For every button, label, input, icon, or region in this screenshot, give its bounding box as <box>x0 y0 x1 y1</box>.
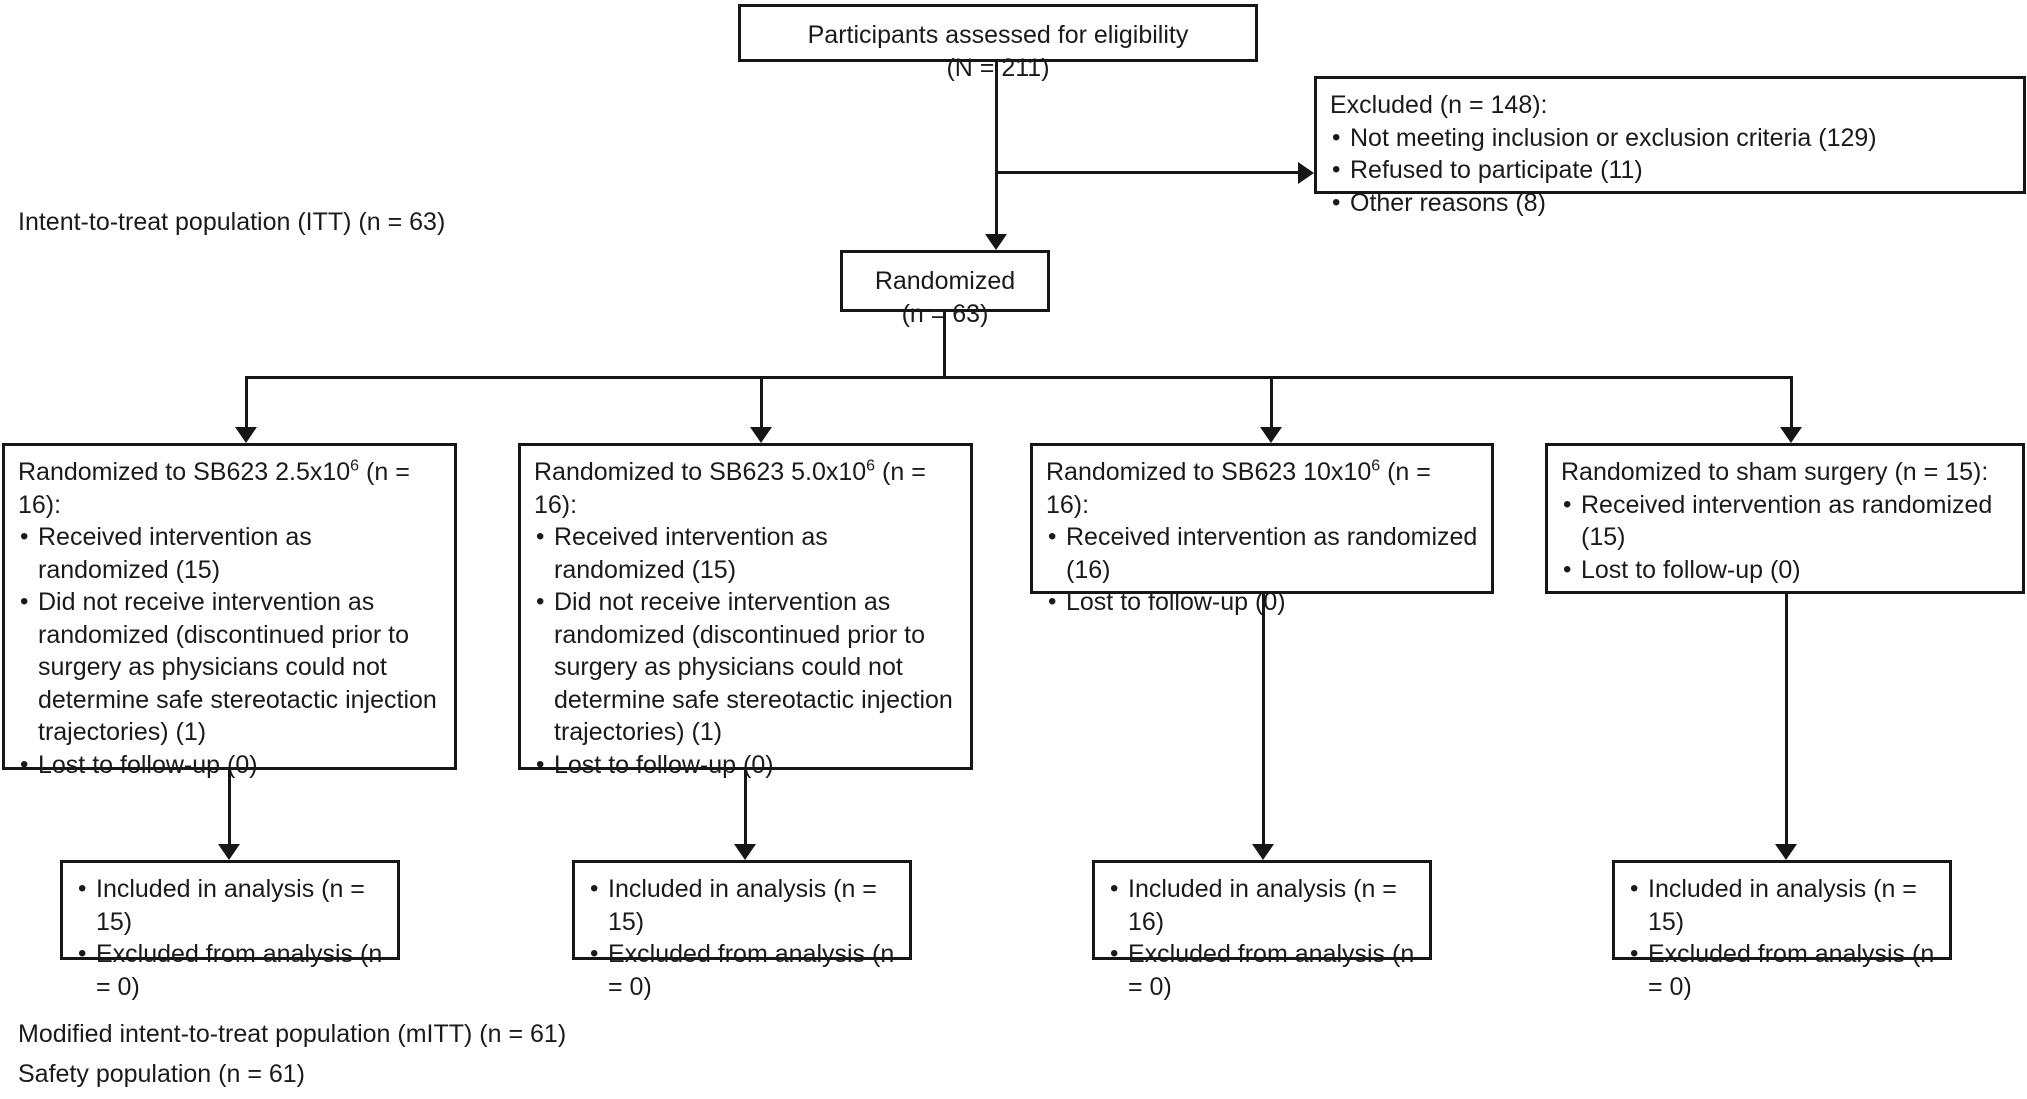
list-item: Did not receive intervention as randomiz… <box>534 586 957 749</box>
excluded-header: Excluded (n = 148): <box>1330 91 1548 119</box>
list-item: Included in analysis (n = 15) <box>588 873 896 938</box>
arm-1-header-post: (n = 16): <box>18 458 410 519</box>
arm-1-item-list: Received intervention as randomized (15)… <box>18 521 441 781</box>
analysis-box-1: Included in analysis (n = 15) Excluded f… <box>60 860 400 1001</box>
arrow-into-randomized <box>985 234 1007 250</box>
randomized-box: Randomized (n = 63) <box>840 250 1050 328</box>
connector-assessed-to-randomized <box>995 62 998 234</box>
analysis-box-4: Included in analysis (n = 15) Excluded f… <box>1612 860 1952 1001</box>
connector-drop-arm-4 <box>1790 376 1793 427</box>
list-item: Lost to follow-up (0) <box>1561 554 2009 587</box>
arrow-into-arm-2 <box>750 427 772 443</box>
analysis-box-3: Included in analysis (n = 16) Excluded f… <box>1092 860 1432 1001</box>
excluded-box: Excluded (n = 148): Not meeting inclusio… <box>1314 76 2026 217</box>
list-item: Excluded from analysis (n = 0) <box>588 938 896 1003</box>
list-item: Excluded from analysis (n = 0) <box>1108 938 1416 1003</box>
arm-box-4: Randomized to sham surgery (n = 15): Rec… <box>1545 443 2025 594</box>
arrow-into-arm-4 <box>1780 427 1802 443</box>
arm-1-header: Randomized to SB623 2.5x106 (n = 16): <box>18 456 441 521</box>
arrow-into-arm-3 <box>1260 427 1282 443</box>
list-item: Lost to follow-up (0) <box>534 749 957 782</box>
arrow-into-excluded <box>1298 162 1314 184</box>
list-item: Received intervention as randomized (16) <box>1046 521 1478 586</box>
list-item: Did not receive intervention as randomiz… <box>18 586 441 749</box>
arm-4-header-pre: Randomized to sham surgery (n = 15): <box>1561 458 1989 486</box>
arm-3-header-post: (n = 16): <box>1046 458 1431 519</box>
connector-drop-arm-3 <box>1270 376 1273 427</box>
list-item: Excluded from analysis (n = 0) <box>1628 938 1936 1003</box>
arm-2-header-pre: Randomized to SB623 5.0x10 <box>534 458 867 486</box>
connector-arm-2-to-analysis <box>744 770 747 844</box>
connector-drop-arm-2 <box>760 376 763 427</box>
list-item: Received intervention as randomized (15) <box>1561 489 2009 554</box>
list-item: Refused to participate (11) <box>1330 154 2010 187</box>
itt-population-label: Intent-to-treat population (ITT) (n = 63… <box>18 208 446 236</box>
list-item: Other reasons (8) <box>1330 187 2010 220</box>
arm-4-item-list: Received intervention as randomized (15)… <box>1561 489 2009 587</box>
randomized-line-1: Randomized <box>874 267 1016 295</box>
arrow-into-arm-1 <box>235 427 257 443</box>
list-item: Received intervention as randomized (15) <box>18 521 441 586</box>
list-item: Lost to follow-up (0) <box>18 749 441 782</box>
analysis-4-list: Included in analysis (n = 15) Excluded f… <box>1628 873 1936 1003</box>
arrow-into-analysis-1 <box>218 844 240 860</box>
arrow-into-analysis-2 <box>734 844 756 860</box>
connector-arm-4-to-analysis <box>1785 594 1788 844</box>
connector-to-excluded <box>995 171 1300 174</box>
connector-arm-1-to-analysis <box>228 770 231 844</box>
analysis-1-list: Included in analysis (n = 15) Excluded f… <box>76 873 384 1003</box>
arm-3-item-list: Received intervention as randomized (16)… <box>1046 521 1478 619</box>
list-item: Excluded from analysis (n = 0) <box>76 938 384 1003</box>
connector-drop-arm-1 <box>245 376 248 427</box>
connector-randomized-stem <box>943 312 946 378</box>
safety-population-label: Safety population (n = 61) <box>18 1060 305 1088</box>
arm-3-header-exponent: 6 <box>1371 457 1381 475</box>
assessed-line-2: (N = 211) <box>946 53 1050 82</box>
analysis-2-list: Included in analysis (n = 15) Excluded f… <box>588 873 896 1003</box>
assessed-line-1: Participants assessed for eligibility <box>807 21 1189 49</box>
arrow-into-analysis-3 <box>1252 844 1274 860</box>
excluded-reason-list: Not meeting inclusion or exclusion crite… <box>1330 122 2010 220</box>
arm-box-2: Randomized to SB623 5.0x106 (n = 16): Re… <box>518 443 973 779</box>
arm-2-header-post: (n = 16): <box>534 458 926 519</box>
list-item: Not meeting inclusion or exclusion crite… <box>1330 122 2010 155</box>
arm-2-item-list: Received intervention as randomized (15)… <box>534 521 957 781</box>
list-item: Lost to follow-up (0) <box>1046 586 1478 619</box>
list-item: Included in analysis (n = 16) <box>1108 873 1416 938</box>
arm-3-header: Randomized to SB623 10x106 (n = 16): <box>1046 456 1478 521</box>
connector-arm-3-to-analysis <box>1262 594 1265 844</box>
arm-box-3: Randomized to SB623 10x106 (n = 16): Rec… <box>1030 443 1494 617</box>
analysis-3-list: Included in analysis (n = 16) Excluded f… <box>1108 873 1416 1003</box>
list-item: Included in analysis (n = 15) <box>76 873 384 938</box>
list-item: Included in analysis (n = 15) <box>1628 873 1936 938</box>
assessed-for-eligibility-box: Participants assessed for eligibility (N… <box>738 4 1258 82</box>
arm-box-1: Randomized to SB623 2.5x106 (n = 16): Re… <box>2 443 457 779</box>
arm-1-header-exponent: 6 <box>350 457 360 475</box>
connector-arm-distributor <box>245 376 1793 379</box>
arm-2-header-exponent: 6 <box>866 457 876 475</box>
arm-4-header: Randomized to sham surgery (n = 15): <box>1561 456 2009 489</box>
analysis-box-2: Included in analysis (n = 15) Excluded f… <box>572 860 912 1001</box>
arrow-into-analysis-4 <box>1775 844 1797 860</box>
list-item: Received intervention as randomized (15) <box>534 521 957 586</box>
arm-2-header: Randomized to SB623 5.0x106 (n = 16): <box>534 456 957 521</box>
mitt-population-label: Modified intent-to-treat population (mIT… <box>18 1020 567 1048</box>
arm-1-header-pre: Randomized to SB623 2.5x10 <box>18 458 351 486</box>
arm-3-header-pre: Randomized to SB623 10x10 <box>1046 458 1372 486</box>
